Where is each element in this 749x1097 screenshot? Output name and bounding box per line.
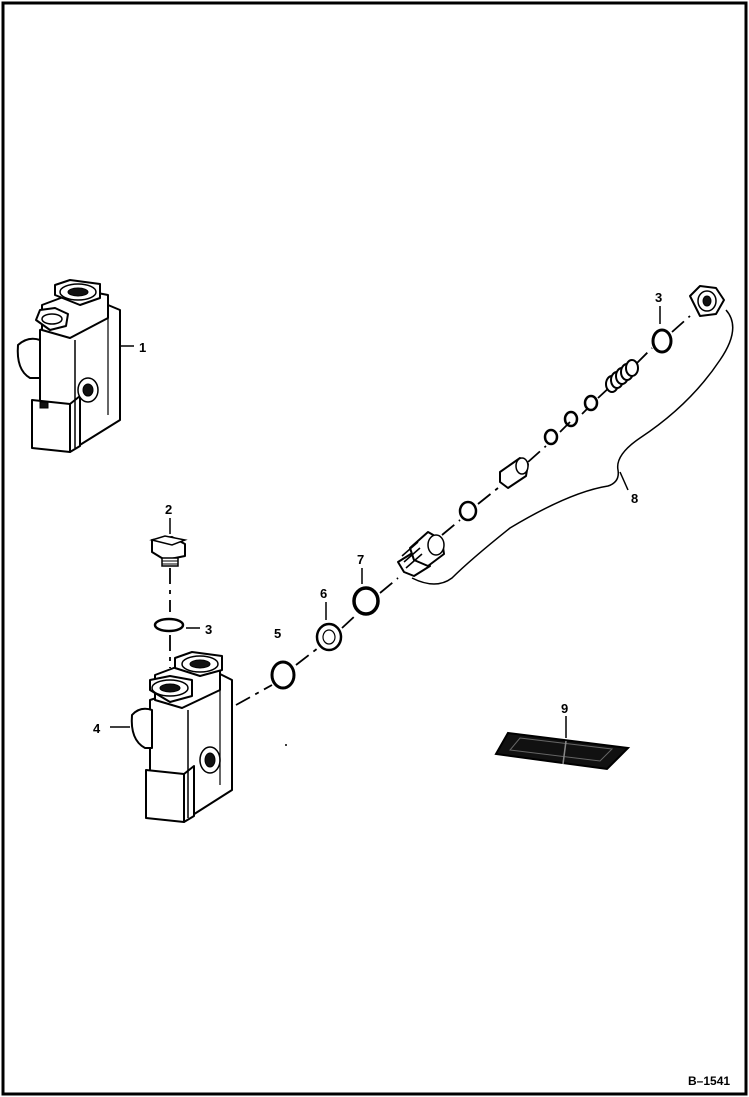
callout-7: 7 <box>357 552 364 567</box>
part-1-valve-section <box>16 279 121 453</box>
part-3-o-ring-right <box>651 328 673 354</box>
callout-3-left: 3 <box>205 622 212 637</box>
callout-4: 4 <box>93 721 101 736</box>
part-4-valve-section <box>130 651 233 823</box>
part-6-backup-ring <box>315 622 343 652</box>
part-5-o-ring <box>270 660 296 690</box>
callout-8: 8 <box>631 491 638 506</box>
figure-id: B–1541 <box>688 1074 730 1088</box>
part-7-o-ring <box>352 586 380 616</box>
callout-5: 5 <box>274 626 281 641</box>
part-2-hex-plug <box>149 535 188 567</box>
part-3-o-ring-left <box>153 617 185 633</box>
kit-8-bracket <box>411 309 734 585</box>
part-8-relief-cartridge <box>397 285 725 577</box>
callout-2: 2 <box>165 502 172 517</box>
callout-3-right: 3 <box>655 290 662 305</box>
part-9-decal <box>494 731 631 771</box>
callout-9: 9 <box>561 701 568 716</box>
callout-1: 1 <box>139 340 146 355</box>
callout-6: 6 <box>320 586 327 601</box>
